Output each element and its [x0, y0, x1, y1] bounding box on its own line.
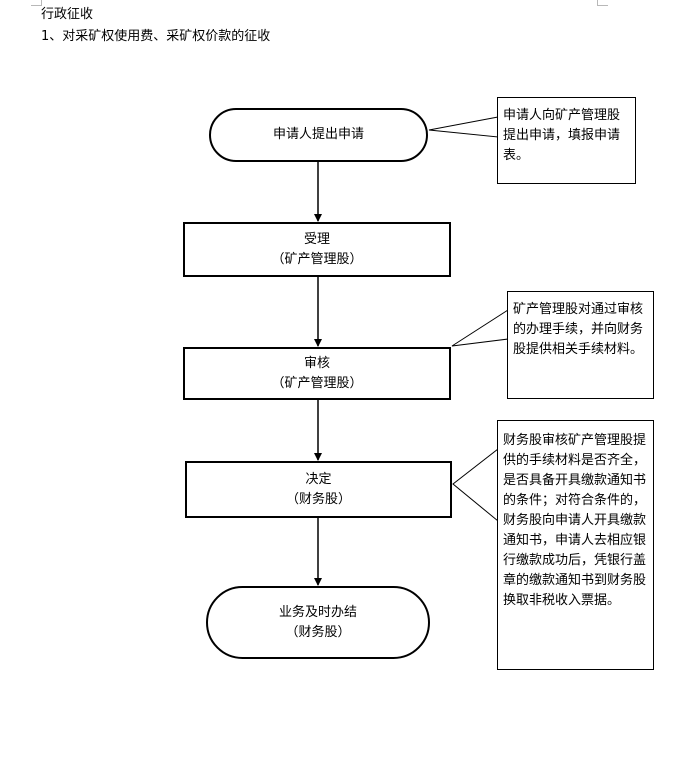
- flow-node-accept: 受理 （矿产管理股）: [183, 222, 451, 277]
- flow-node-accept-dept: （矿产管理股）: [271, 251, 363, 267]
- flow-node-decide-label: 决定: [305, 471, 332, 487]
- flow-node-review-dept: （矿产管理股）: [271, 375, 363, 391]
- flow-node-review-label: 审核: [303, 355, 330, 371]
- document-heading: 行政征收: [41, 7, 94, 22]
- flow-node-complete-dept: （财务股）: [285, 624, 351, 640]
- document-subheading: 1、对采矿权使用费、采矿权价款的征收: [41, 29, 271, 44]
- flow-node-complete: 业务及时办结 （财务股）: [206, 586, 430, 659]
- flow-node-complete-label: 业务及时办结: [278, 604, 357, 620]
- flow-node-apply: 申请人提出申请: [209, 108, 428, 162]
- callout-pointer-decide: [452, 447, 499, 523]
- callout-decide-note: 财务股审核矿产管理股提供的手续材料是否齐全，是否具备开具缴款通知书的条件；对符合…: [497, 420, 654, 670]
- flow-node-review: 审核 （矿产管理股）: [183, 347, 451, 400]
- callout-apply-note: 申请人向矿产管理股提出申请，填报申请表。: [497, 97, 636, 184]
- flow-node-decide: 决定 （财务股）: [185, 461, 452, 518]
- flow-node-apply-label: 申请人提出申请: [272, 127, 364, 142]
- callout-pointer-review: [451, 309, 509, 347]
- flow-node-accept-label: 受理: [303, 231, 330, 247]
- flow-node-decide-dept: （财务股）: [285, 491, 351, 507]
- page-corner-mark-right: [597, 0, 608, 6]
- callout-pointer-apply: [428, 116, 499, 138]
- callout-review-note: 矿产管理股对通过审核的办理手续，并向财务股提供相关手续材料。: [507, 291, 654, 399]
- page-corner-mark-left: [31, 0, 42, 6]
